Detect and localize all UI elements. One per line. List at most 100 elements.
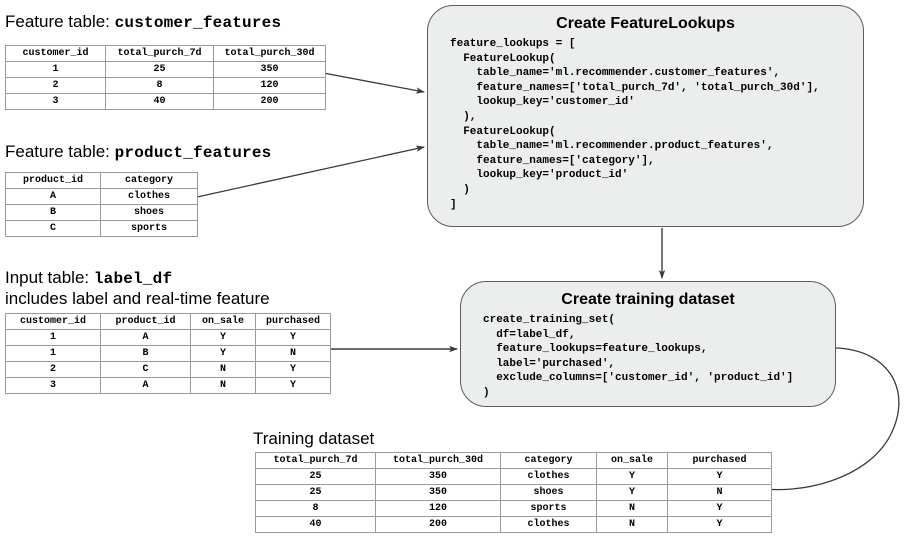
column-header: purchased (667, 452, 772, 469)
table-cell: Y (255, 329, 331, 346)
caption-label-df-name: label_df (93, 270, 173, 288)
table-row: 2 C N Y (5, 361, 331, 378)
caption-training-dataset: Training dataset (253, 429, 375, 448)
table-cell: 25 (255, 484, 376, 501)
table-row: 2 8 120 (5, 77, 326, 94)
table-label-df: customer_id product_id on_sale purchased… (5, 313, 331, 394)
column-header: category (100, 172, 198, 189)
table-row: 25 350 clothes Y Y (255, 468, 772, 485)
table-row: C sports (5, 220, 198, 237)
box-create-training-dataset-code: create_training_set( df=label_df, featur… (483, 314, 794, 399)
table-product-features: product_id category A clothes B shoes C … (5, 172, 198, 237)
column-header: category (500, 452, 597, 469)
table-row: B shoes (5, 204, 198, 221)
column-header: total_purch_30d (375, 452, 501, 469)
table-cell: 350 (375, 484, 501, 501)
table-cell: Y (667, 468, 772, 485)
table-cell: 25 (105, 61, 214, 78)
table-cell: 8 (255, 500, 376, 517)
table-cell: 350 (375, 468, 501, 485)
table-row: 3 40 200 (5, 93, 326, 110)
table-cell: clothes (500, 516, 597, 533)
column-header: customer_id (5, 313, 101, 330)
table-cell: shoes (500, 484, 597, 501)
table-header-row: product_id category (5, 172, 198, 189)
table-cell: 2 (5, 361, 101, 378)
table-cell: clothes (500, 468, 597, 485)
table-cell: N (190, 361, 256, 378)
table-cell: A (5, 188, 101, 205)
table-row: 40 200 clothes N Y (255, 516, 772, 533)
table-cell: 8 (105, 77, 214, 94)
table-cell: 40 (255, 516, 376, 533)
table-cell: 3 (5, 377, 101, 394)
table-cell: A (100, 377, 191, 394)
column-header: on_sale (190, 313, 256, 330)
table-cell: 120 (213, 77, 326, 94)
caption-customer-features-name: customer_features (114, 14, 282, 32)
table-cell: Y (667, 516, 772, 533)
table-row: 8 120 sports N Y (255, 500, 772, 517)
table-cell: sports (500, 500, 597, 517)
column-header: on_sale (596, 452, 668, 469)
table-header-row: total_purch_7d total_purch_30d category … (255, 452, 772, 469)
table-row: 25 350 shoes Y N (255, 484, 772, 501)
table-cell: shoes (100, 204, 198, 221)
caption-product-features-prefix: Feature table: (5, 142, 115, 161)
caption-product-features-name: product_features (114, 144, 272, 162)
column-header: product_id (100, 313, 191, 330)
caption-label-df: Input table: label_df (5, 267, 172, 290)
table-header-row: customer_id product_id on_sale purchased (5, 313, 331, 330)
box-create-featurelookups-code: feature_lookups = [ FeatureLookup( table… (450, 38, 820, 211)
table-cell: 200 (375, 516, 501, 533)
table-cell: N (190, 377, 256, 394)
column-header: total_purch_7d (105, 45, 214, 62)
table-cell: 350 (213, 61, 326, 78)
table-cell: Y (667, 500, 772, 517)
table-cell: B (5, 204, 101, 221)
table-cell: 1 (5, 345, 101, 362)
table-row: 3 A N Y (5, 377, 331, 394)
table-cell: C (5, 220, 101, 237)
table-cell: 120 (375, 500, 501, 517)
table-cell: N (255, 345, 331, 362)
table-cell: Y (596, 468, 668, 485)
caption-customer-features-prefix: Feature table: (5, 12, 115, 31)
table-row: 1 A Y Y (5, 329, 331, 346)
table-cell: Y (190, 329, 256, 346)
table-cell: 1 (5, 329, 101, 346)
table-cell: 3 (5, 93, 106, 110)
table-cell: A (100, 329, 191, 346)
table-cell: Y (596, 484, 668, 501)
table-cell: sports (100, 220, 198, 237)
caption-customer-features: Feature table: customer_features (5, 11, 281, 34)
table-cell: Y (255, 377, 331, 394)
table-customer-features: customer_id total_purch_7d total_purch_3… (5, 45, 326, 110)
column-header: customer_id (5, 45, 106, 62)
table-cell: 1 (5, 61, 106, 78)
box-create-featurelookups-title: Create FeatureLookups (556, 15, 735, 32)
column-header: total_purch_7d (255, 452, 376, 469)
table-cell: 200 (213, 93, 326, 110)
table-cell: N (667, 484, 772, 501)
table-cell: B (100, 345, 191, 362)
box-create-featurelookups: Create FeatureLookups feature_lookups = … (427, 5, 864, 227)
table-training-dataset: total_purch_7d total_purch_30d category … (255, 452, 772, 533)
table-cell: N (596, 500, 668, 517)
column-header: total_purch_30d (213, 45, 326, 62)
caption-label-df-prefix: Input table: (5, 268, 94, 287)
table-cell: 40 (105, 93, 214, 110)
table-cell: C (100, 361, 191, 378)
table-cell: N (596, 516, 668, 533)
caption-label-df-subtitle: includes label and real-time feature (5, 289, 270, 308)
column-header: product_id (5, 172, 101, 189)
table-row: A clothes (5, 188, 198, 205)
caption-product-features: Feature table: product_features (5, 141, 271, 164)
table-cell: Y (255, 361, 331, 378)
table-cell: 25 (255, 468, 376, 485)
table-cell: Y (190, 345, 256, 362)
table-row: 1 25 350 (5, 61, 326, 78)
table-row: 1 B Y N (5, 345, 331, 362)
table-header-row: customer_id total_purch_7d total_purch_3… (5, 45, 326, 62)
